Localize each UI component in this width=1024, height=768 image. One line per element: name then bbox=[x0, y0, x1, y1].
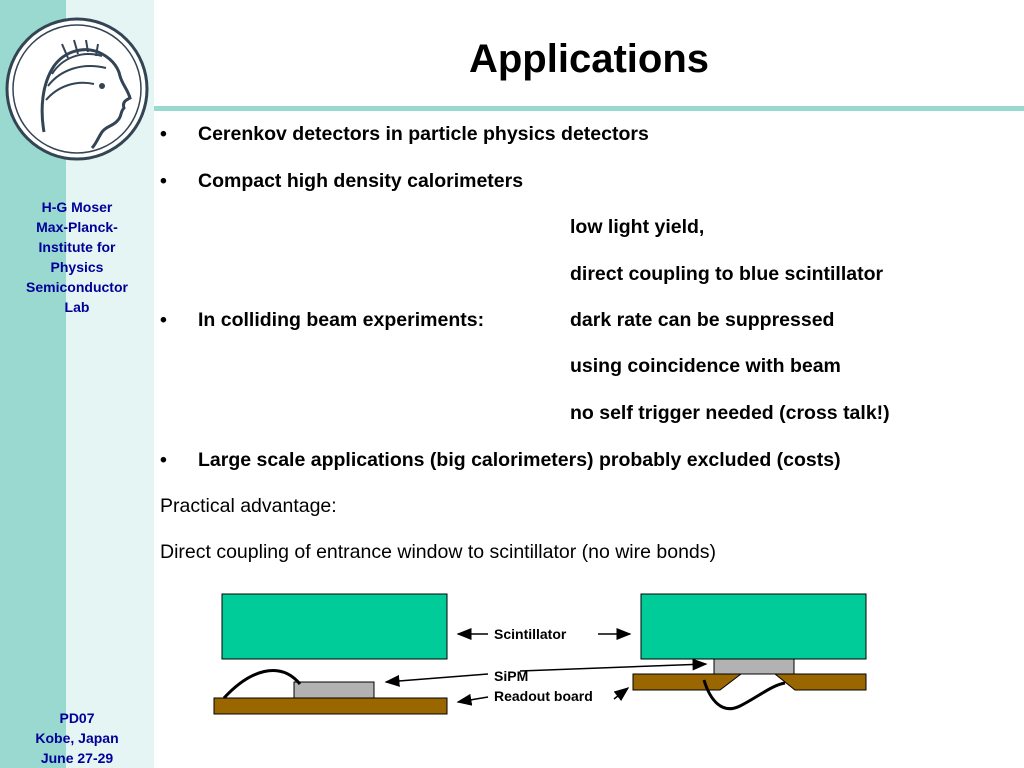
author-line: Semiconductor bbox=[26, 279, 128, 295]
scintillator-left bbox=[221, 593, 448, 660]
arrow-board-right bbox=[613, 687, 630, 702]
label-readout-board: Readout board bbox=[494, 688, 593, 704]
advantage-heading: Practical advantage: bbox=[160, 495, 337, 517]
slide-title: Applications bbox=[468, 37, 710, 81]
author-line: Max-Planck- bbox=[36, 219, 118, 235]
author-affiliation: H-G Moser Max-Planck- Institute for Phys… bbox=[0, 197, 154, 317]
arrow-sipm-right bbox=[519, 658, 708, 672]
sub-item-text: no self trigger needed (cross talk!) bbox=[570, 402, 890, 424]
label-sipm: SiPM bbox=[494, 668, 529, 684]
advantage-text: Direct coupling of entrance window to sc… bbox=[160, 541, 717, 563]
author-line: Lab bbox=[64, 299, 90, 315]
event-line: Kobe, Japan bbox=[35, 730, 119, 746]
event-info: PD07 Kobe, Japan June 27-29 bbox=[0, 708, 154, 768]
sub-item-text: direct coupling to blue scintillator bbox=[570, 263, 884, 285]
bullet-text: In colliding beam experiments: bbox=[198, 309, 485, 331]
sub-item-text: low light yield, bbox=[570, 216, 705, 238]
bullet-text: Compact high density calorimeters bbox=[198, 170, 524, 192]
label-scintillator: Scintillator bbox=[494, 626, 567, 642]
bullet-marker: • bbox=[160, 123, 167, 145]
wire-bond-left bbox=[222, 669, 302, 700]
author-line: H-G Moser bbox=[41, 199, 113, 215]
arrow-sipm-left bbox=[384, 673, 489, 687]
author-line: Institute for bbox=[38, 239, 116, 255]
minerva-head-logo-icon bbox=[5, 17, 149, 161]
readout-board-right-2 bbox=[773, 673, 867, 691]
bullet-text: Cerenkov detectors in particle physics d… bbox=[198, 123, 649, 145]
sub-item-text: dark rate can be suppressed bbox=[570, 309, 835, 331]
bullet-text: Large scale applications (big calorimete… bbox=[198, 449, 841, 471]
wire-right bbox=[702, 679, 786, 711]
title-divider bbox=[154, 106, 1024, 111]
event-line: PD07 bbox=[59, 710, 95, 726]
readout-board-left bbox=[213, 697, 448, 715]
bullet-marker: • bbox=[160, 309, 167, 331]
sub-item-text: using coincidence with beam bbox=[570, 355, 841, 377]
arrow-board-left bbox=[456, 693, 489, 706]
bullet-marker: • bbox=[160, 449, 167, 471]
scintillator-right bbox=[640, 593, 867, 660]
readout-board-right bbox=[632, 673, 743, 691]
sipm-left bbox=[293, 681, 375, 699]
bullet-marker: • bbox=[160, 170, 167, 192]
author-line: Physics bbox=[50, 259, 104, 275]
event-line: June 27-29 bbox=[40, 750, 114, 766]
sipm-right bbox=[713, 658, 795, 675]
